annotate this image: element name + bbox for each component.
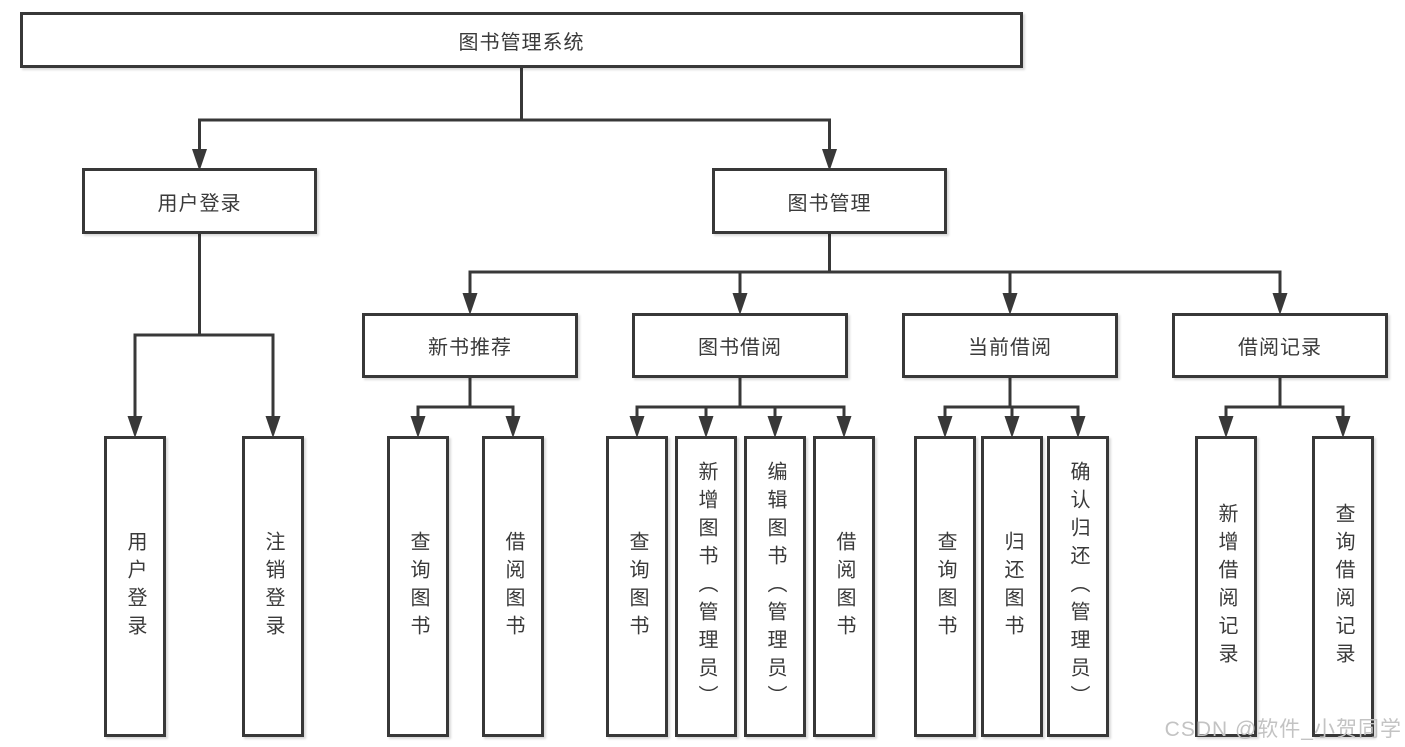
leaf-borrow-books-recommend: 借阅图书 bbox=[482, 436, 544, 737]
node-user-login-label: 用户登录 bbox=[157, 192, 242, 215]
leaf-query-books-borrow-label: 查询图书 bbox=[626, 530, 648, 643]
connector-bookborrow-to-leaves bbox=[635, 378, 846, 420]
leaf-borrow-books: 借阅图书 bbox=[813, 436, 875, 737]
leaf-user-login-label: 用户登录 bbox=[124, 530, 146, 643]
node-root: 图书管理系统 bbox=[20, 12, 1023, 68]
node-current-borrow: 当前借阅 bbox=[902, 313, 1118, 378]
leaf-query-books-recommend: 查询图书 bbox=[387, 436, 449, 737]
connector-records-to-leaves bbox=[1224, 378, 1345, 420]
leaf-return-book: 归还图书 bbox=[981, 436, 1043, 737]
node-book-borrow: 图书借阅 bbox=[632, 313, 848, 378]
leaf-query-borrow-record-label: 查询借阅记录 bbox=[1332, 502, 1354, 671]
leaf-confirm-return-admin: 确认归还（管理员） bbox=[1047, 436, 1109, 737]
leaf-query-books-borrow: 查询图书 bbox=[606, 436, 668, 737]
leaf-query-books-current-label: 查询图书 bbox=[934, 530, 956, 643]
node-book-borrow-label: 图书借阅 bbox=[698, 337, 782, 359]
leaf-add-borrow-record: 新增借阅记录 bbox=[1195, 436, 1257, 737]
node-book-management: 图书管理 bbox=[712, 168, 947, 234]
leaf-query-books-current: 查询图书 bbox=[914, 436, 976, 737]
leaf-query-books-recommend-label: 查询图书 bbox=[407, 530, 429, 643]
connector-currentborrow-to-leaves bbox=[943, 378, 1080, 420]
leaf-logout-label: 注销登录 bbox=[262, 530, 284, 643]
node-borrow-records-label: 借阅记录 bbox=[1238, 337, 1322, 359]
leaf-user-login: 用户登录 bbox=[104, 436, 166, 737]
connector-root-to-level2 bbox=[198, 68, 831, 152]
leaf-edit-book-admin-label: 编辑图书（管理员） bbox=[764, 460, 786, 713]
node-current-borrow-label: 当前借阅 bbox=[968, 337, 1052, 359]
leaf-add-book-admin: 新增图书（管理员） bbox=[675, 436, 737, 737]
leaf-edit-book-admin: 编辑图书（管理员） bbox=[744, 436, 806, 737]
node-borrow-records: 借阅记录 bbox=[1172, 313, 1388, 378]
leaf-add-book-admin-label: 新增图书（管理员） bbox=[695, 460, 717, 713]
connector-bookmgmt-to-level3 bbox=[468, 234, 1282, 297]
node-book-management-label: 图书管理 bbox=[787, 192, 872, 215]
node-root-label: 图书管理系统 bbox=[458, 31, 585, 54]
connector-newbooks-to-leaves bbox=[416, 378, 515, 420]
watermark: CSDN @软件_小贺同学 bbox=[1164, 718, 1402, 741]
connector-userlogin-to-leaves bbox=[133, 234, 275, 420]
leaf-add-borrow-record-label: 新增借阅记录 bbox=[1215, 502, 1237, 671]
leaf-confirm-return-admin-label: 确认归还（管理员） bbox=[1067, 460, 1089, 713]
leaf-borrow-books-label: 借阅图书 bbox=[833, 530, 855, 643]
node-user-login: 用户登录 bbox=[82, 168, 317, 234]
node-new-book-recommend-label: 新书推荐 bbox=[428, 337, 512, 359]
leaf-logout: 注销登录 bbox=[242, 436, 304, 737]
node-new-book-recommend: 新书推荐 bbox=[362, 313, 578, 378]
leaf-query-borrow-record: 查询借阅记录 bbox=[1312, 436, 1374, 737]
leaf-borrow-books-recommend-label: 借阅图书 bbox=[502, 530, 524, 643]
leaf-return-book-label: 归还图书 bbox=[1001, 530, 1023, 643]
